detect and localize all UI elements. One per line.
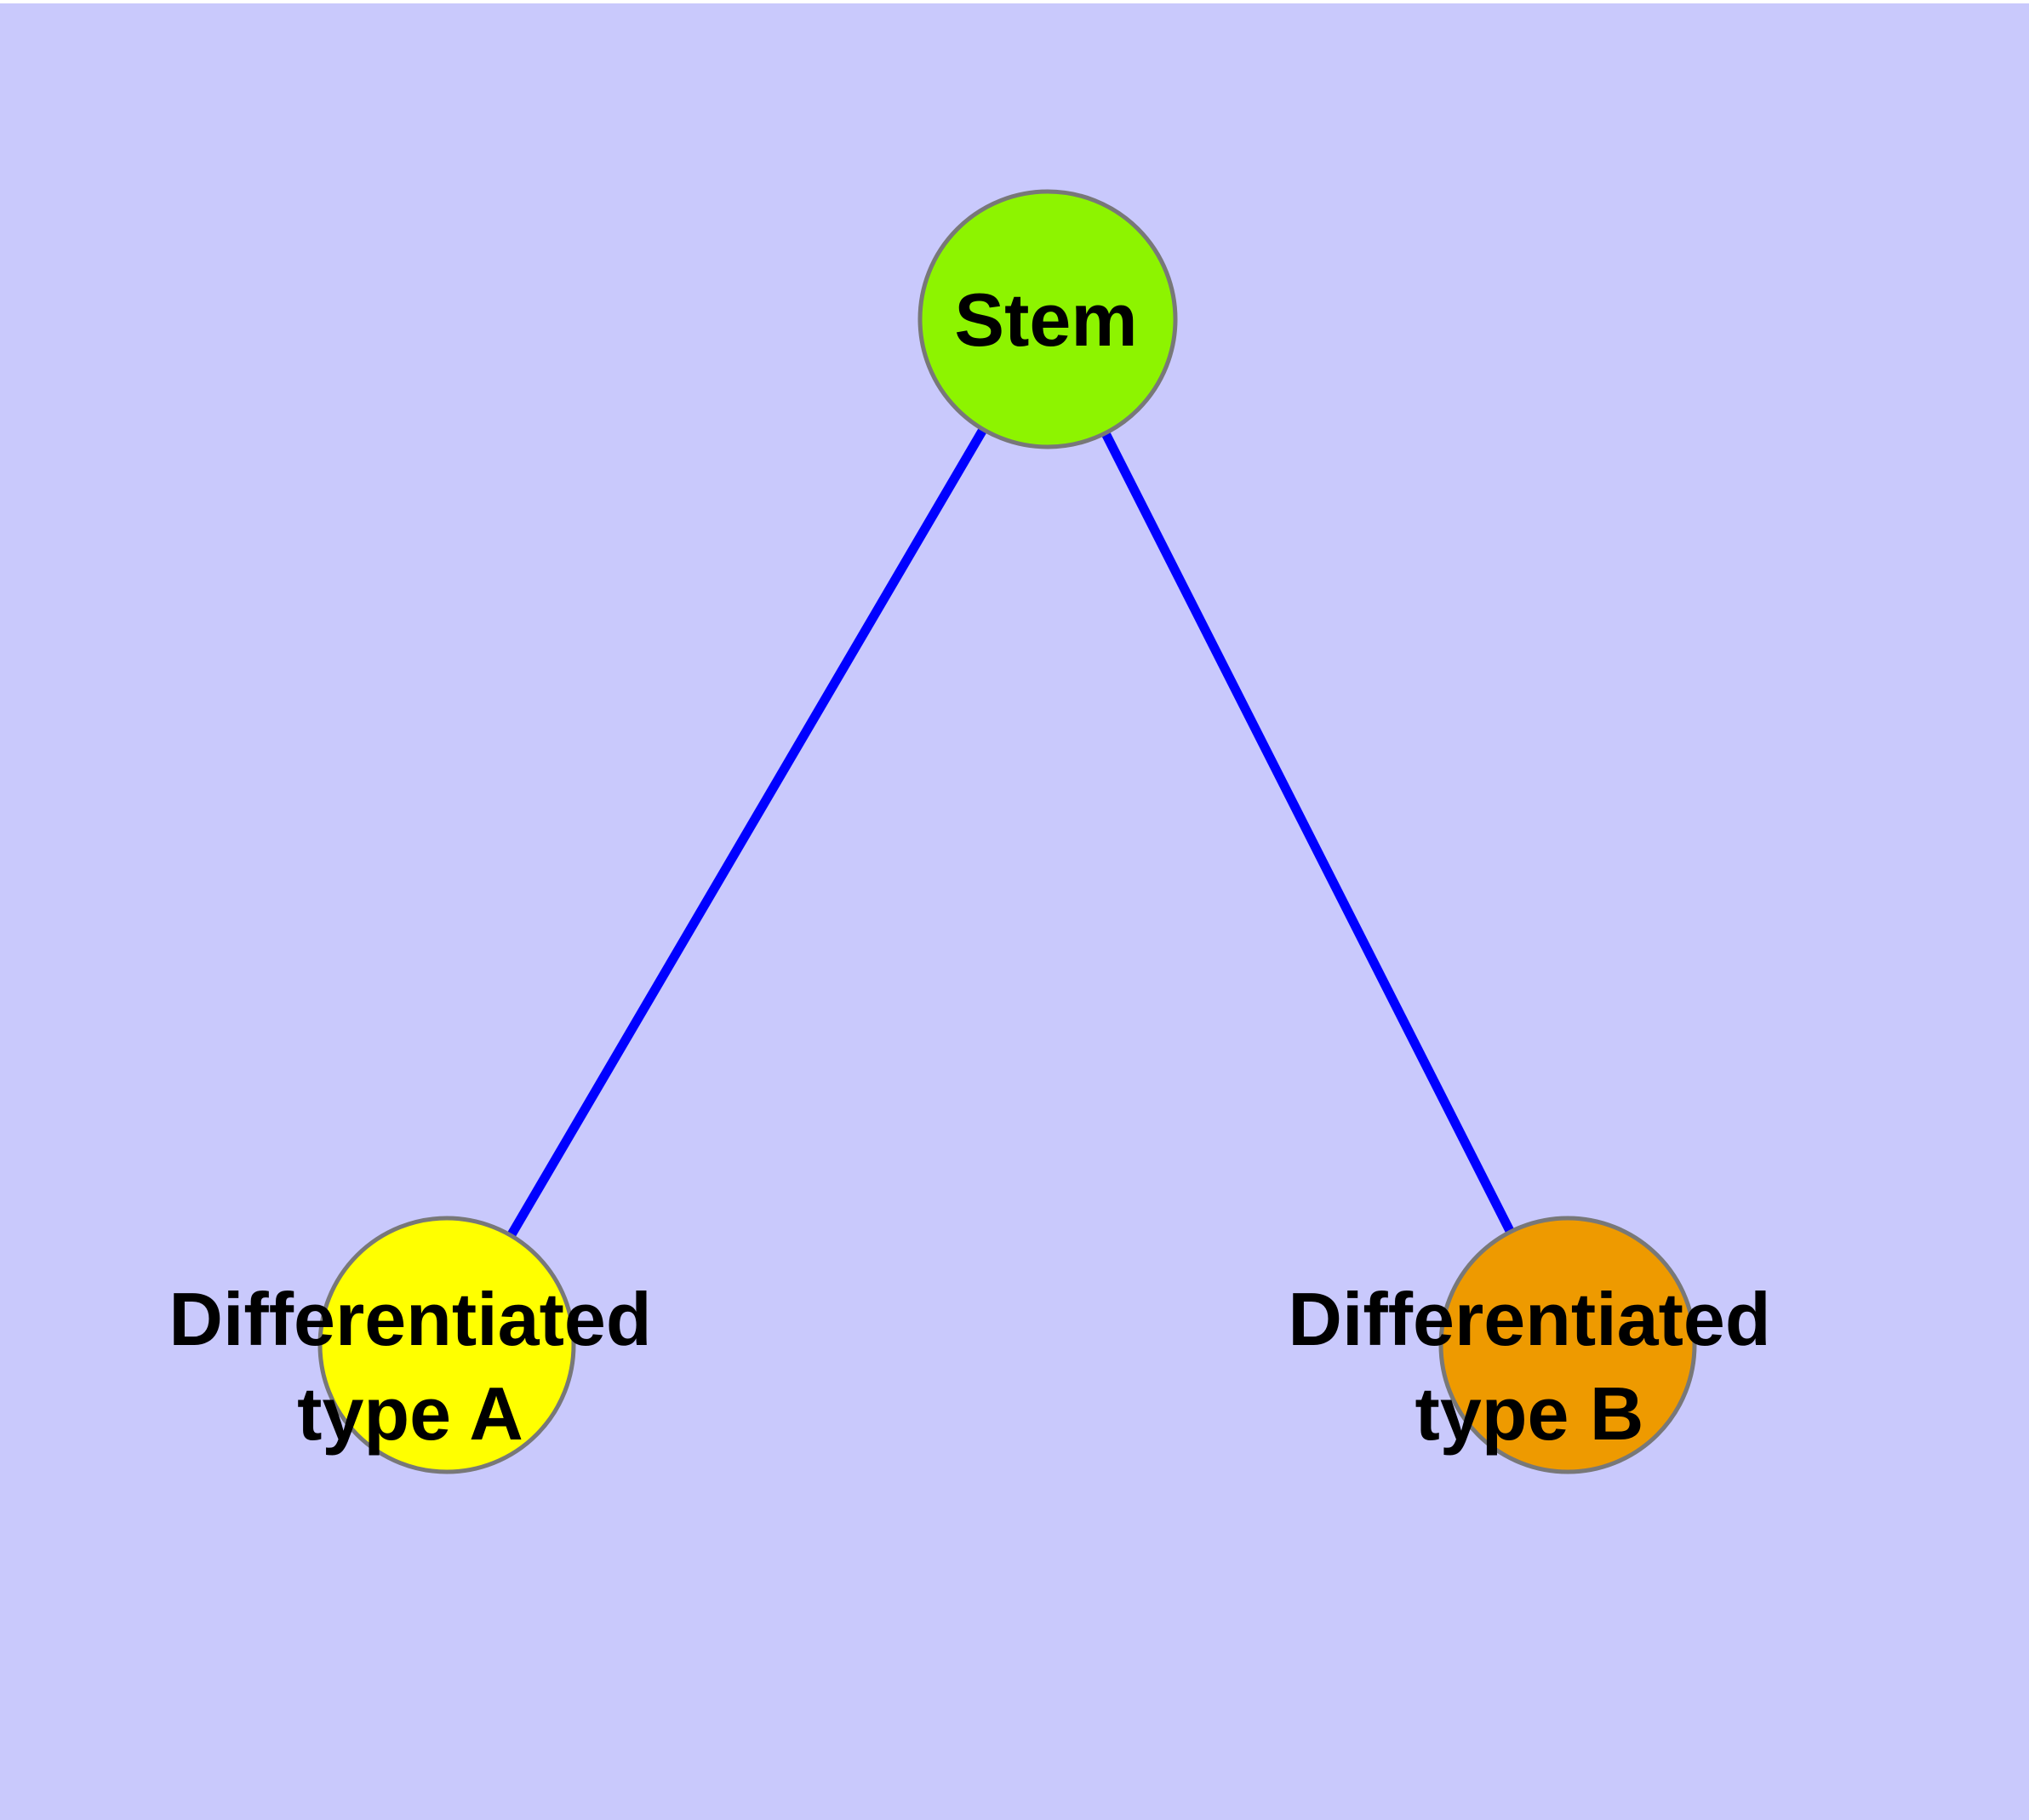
type-a-label-line2: type A — [297, 1371, 523, 1456]
edge-stem-to-type-b — [1043, 317, 1572, 1348]
type-a-node-circle — [317, 1216, 576, 1474]
type-b-label-line2: type B — [1415, 1371, 1644, 1456]
type-b-node-circle — [1438, 1216, 1697, 1474]
stem-node-circle — [917, 189, 1178, 449]
stem-node-label: Stem — [954, 278, 1137, 362]
type-a-label-line1: Differentiated — [169, 1277, 651, 1361]
type-b-label-line1: Differentiated — [1288, 1277, 1770, 1361]
edge-stem-to-type-a — [443, 317, 1052, 1348]
